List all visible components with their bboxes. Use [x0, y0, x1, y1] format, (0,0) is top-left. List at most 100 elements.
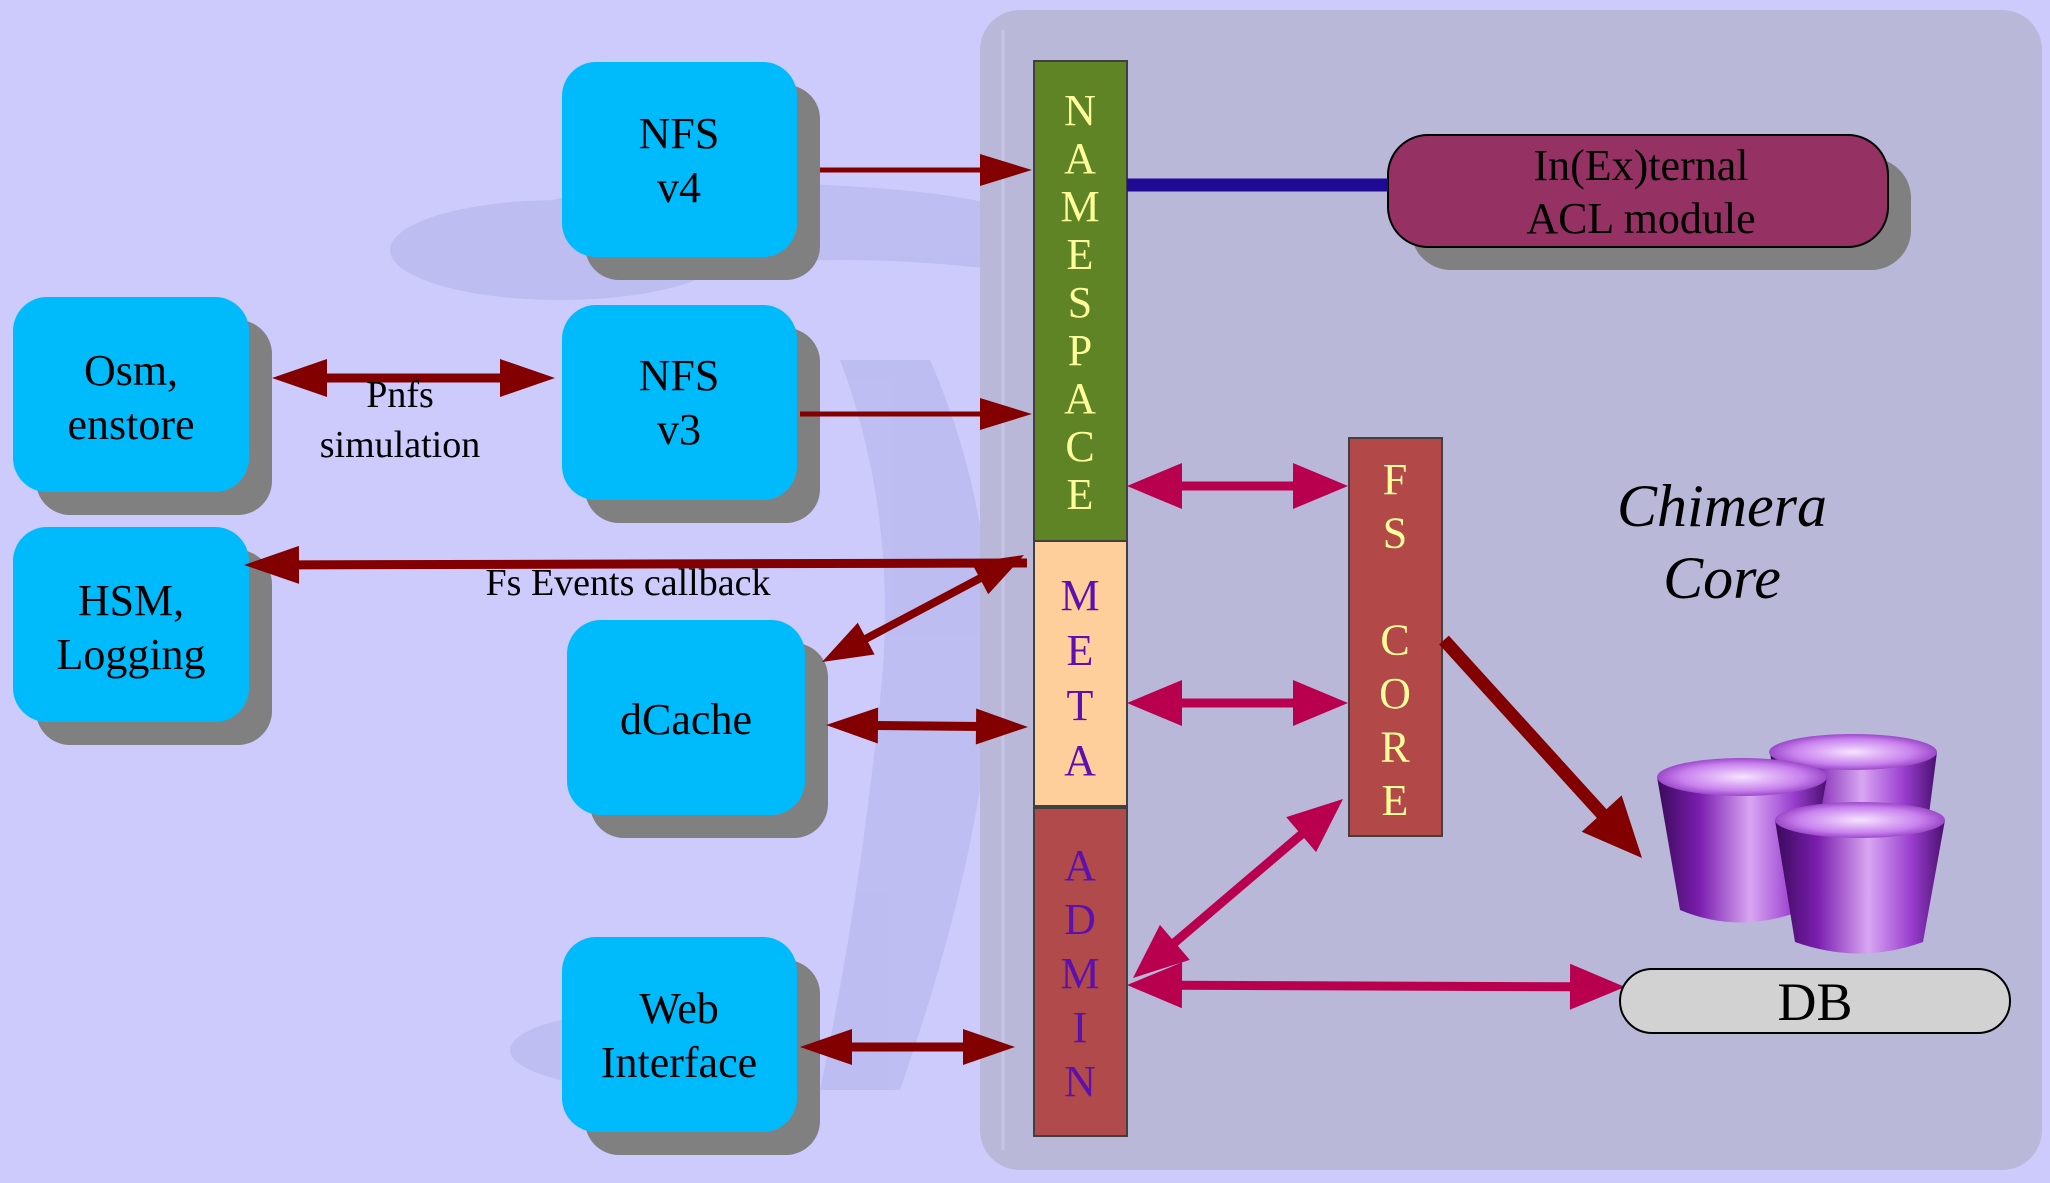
dcache-box: dCache	[567, 620, 828, 838]
arrow-namespace-to-fs-core	[1127, 463, 1348, 509]
namespace-letter: S	[1068, 278, 1092, 327]
admin-letter: I	[1073, 1003, 1088, 1052]
arrow-fs-core-to-db-shaft	[1439, 635, 1611, 823]
web-interface-label-line1: Web	[639, 984, 719, 1033]
namespace-letter: C	[1065, 422, 1094, 471]
arrow-dcache-to-meta-diagonal	[822, 555, 1024, 662]
database-cylinders-icon	[1657, 734, 1945, 954]
arrow-web-interface-to-admin-head-start	[800, 1029, 852, 1065]
arrow-web-interface-to-admin-head-end	[963, 1029, 1015, 1065]
arrow-fs-events-callback-shaft	[293, 558, 1028, 570]
arrow-meta-to-fs-core-head-end	[1293, 680, 1348, 726]
meta-letter: M	[1060, 571, 1099, 620]
arrow-admin-to-db-shaft	[1176, 980, 1576, 992]
arrow-osm-to-nfs-v3	[272, 359, 555, 397]
arrow-admin-to-fs-core-head-start	[1133, 924, 1190, 978]
namespace-letter: E	[1067, 230, 1094, 279]
hsm-logging-body	[13, 527, 249, 722]
osm-enstore-label-line2: enstore	[67, 400, 194, 449]
hsm-logging-label-line2: Logging	[56, 630, 205, 679]
arrow-dcache-to-meta	[826, 707, 1028, 745]
web-interface-box: Web Interface	[562, 937, 820, 1155]
web-interface-label-line2: Interface	[601, 1038, 757, 1087]
dcache-body	[567, 620, 805, 815]
admin-letter: A	[1064, 841, 1096, 890]
arrow-admin-to-fs-core	[1133, 799, 1343, 978]
meta-column	[1033, 540, 1128, 807]
acl-module-label-line2: ACL module	[1526, 194, 1755, 243]
arrow-meta-to-fs-core-head-start	[1127, 680, 1182, 726]
fs-core-letter: F	[1383, 455, 1407, 504]
nfs-v3-label-line2: v3	[657, 405, 701, 454]
nfs-v4-box: NFS v4	[562, 62, 820, 280]
acl-module-box: In(Ex)ternal ACL module	[1387, 134, 1911, 270]
nfs-v3-box: NFS v3	[562, 305, 820, 523]
fs-core-letter: E	[1382, 776, 1409, 825]
hsm-logging-box: HSM, Logging	[13, 527, 272, 745]
arrow-osm-to-nfs-v3-head-start	[272, 359, 327, 397]
arrow-meta-to-fs-core	[1127, 680, 1348, 726]
arrow-nfs-v3-to-namespace-head-end	[980, 398, 1032, 430]
arrow-web-interface-to-admin	[800, 1029, 1015, 1065]
arrow-dcache-to-meta-diagonal-head-start	[822, 622, 875, 662]
nfs-v3-label-line1: NFS	[639, 351, 720, 400]
acl-module-label-line1: In(Ex)ternal	[1534, 141, 1749, 190]
arrow-admin-to-fs-core-head-end	[1286, 799, 1343, 853]
namespace-letter: A	[1064, 374, 1096, 423]
arrow-namespace-to-fs-core-head-end	[1293, 463, 1348, 509]
arrow-admin-to-db-head-start	[1127, 962, 1183, 1009]
namespace-letter: M	[1060, 182, 1099, 231]
hsm-logging-label-line1: HSM,	[78, 576, 184, 625]
fs-core-column	[1348, 437, 1443, 837]
arrow-admin-to-db-head-end	[1569, 963, 1625, 1010]
fs-core-letter: O	[1379, 669, 1411, 718]
admin-letter: M	[1060, 949, 1099, 998]
arrow-dcache-to-meta-head-end	[975, 708, 1028, 745]
namespace-column	[1033, 60, 1128, 542]
admin-column	[1033, 807, 1128, 1137]
core-label: Core	[1663, 545, 1781, 611]
arrow-osm-to-nfs-v3-head-end	[500, 359, 555, 397]
arrow-dcache-to-meta-head-start	[826, 707, 879, 744]
fs-core-letter: S	[1383, 509, 1407, 558]
meta-letter: E	[1067, 626, 1094, 675]
nfs-v4-body	[562, 62, 797, 257]
pnfs-simulation-label-line1: Pnfs	[366, 374, 434, 416]
pnfs-simulation-label-line2: simulation	[320, 424, 480, 466]
dcache-label: dCache	[620, 695, 752, 744]
fs-events-callback-label: Fs Events callback	[486, 562, 771, 604]
arrow-admin-to-db	[1127, 962, 1625, 1010]
db-box: DB	[1619, 968, 2011, 1034]
namespace-letter: E	[1067, 470, 1094, 519]
osm-enstore-box: Osm, enstore	[13, 297, 272, 515]
cylinder-front-right	[1775, 802, 1945, 954]
arrow-dcache-to-meta-diagonal-shaft	[859, 572, 987, 645]
osm-enstore-body	[13, 297, 249, 492]
chimera-label: Chimera	[1617, 473, 1827, 539]
nfs-v4-label-line1: NFS	[639, 109, 720, 158]
arrow-namespace-to-fs-core-head-start	[1127, 463, 1182, 509]
arrow-nfs-v4-to-namespace	[820, 154, 1032, 186]
web-interface-body	[562, 937, 797, 1132]
meta-letter: A	[1064, 736, 1096, 785]
arrow-fs-events-callback	[244, 545, 1028, 584]
arrows	[244, 154, 1642, 1065]
arrow-fs-core-to-db	[1439, 635, 1642, 858]
nfs-v4-label-line2: v4	[657, 163, 701, 212]
namespace-letter: A	[1064, 134, 1096, 183]
arrow-admin-to-fs-core-shaft	[1167, 827, 1309, 950]
osm-enstore-label-line1: Osm,	[84, 346, 178, 395]
namespace-letter: P	[1068, 326, 1092, 375]
arrow-dcache-to-meta-diagonal-head-end	[971, 555, 1024, 595]
arrow-dcache-to-meta-shaft	[872, 720, 982, 732]
meta-letter: T	[1067, 681, 1094, 730]
arrow-fs-core-to-db-head-end	[1581, 795, 1642, 858]
fs-core-letter: C	[1380, 616, 1409, 665]
db-label: DB	[1777, 972, 1852, 1032]
